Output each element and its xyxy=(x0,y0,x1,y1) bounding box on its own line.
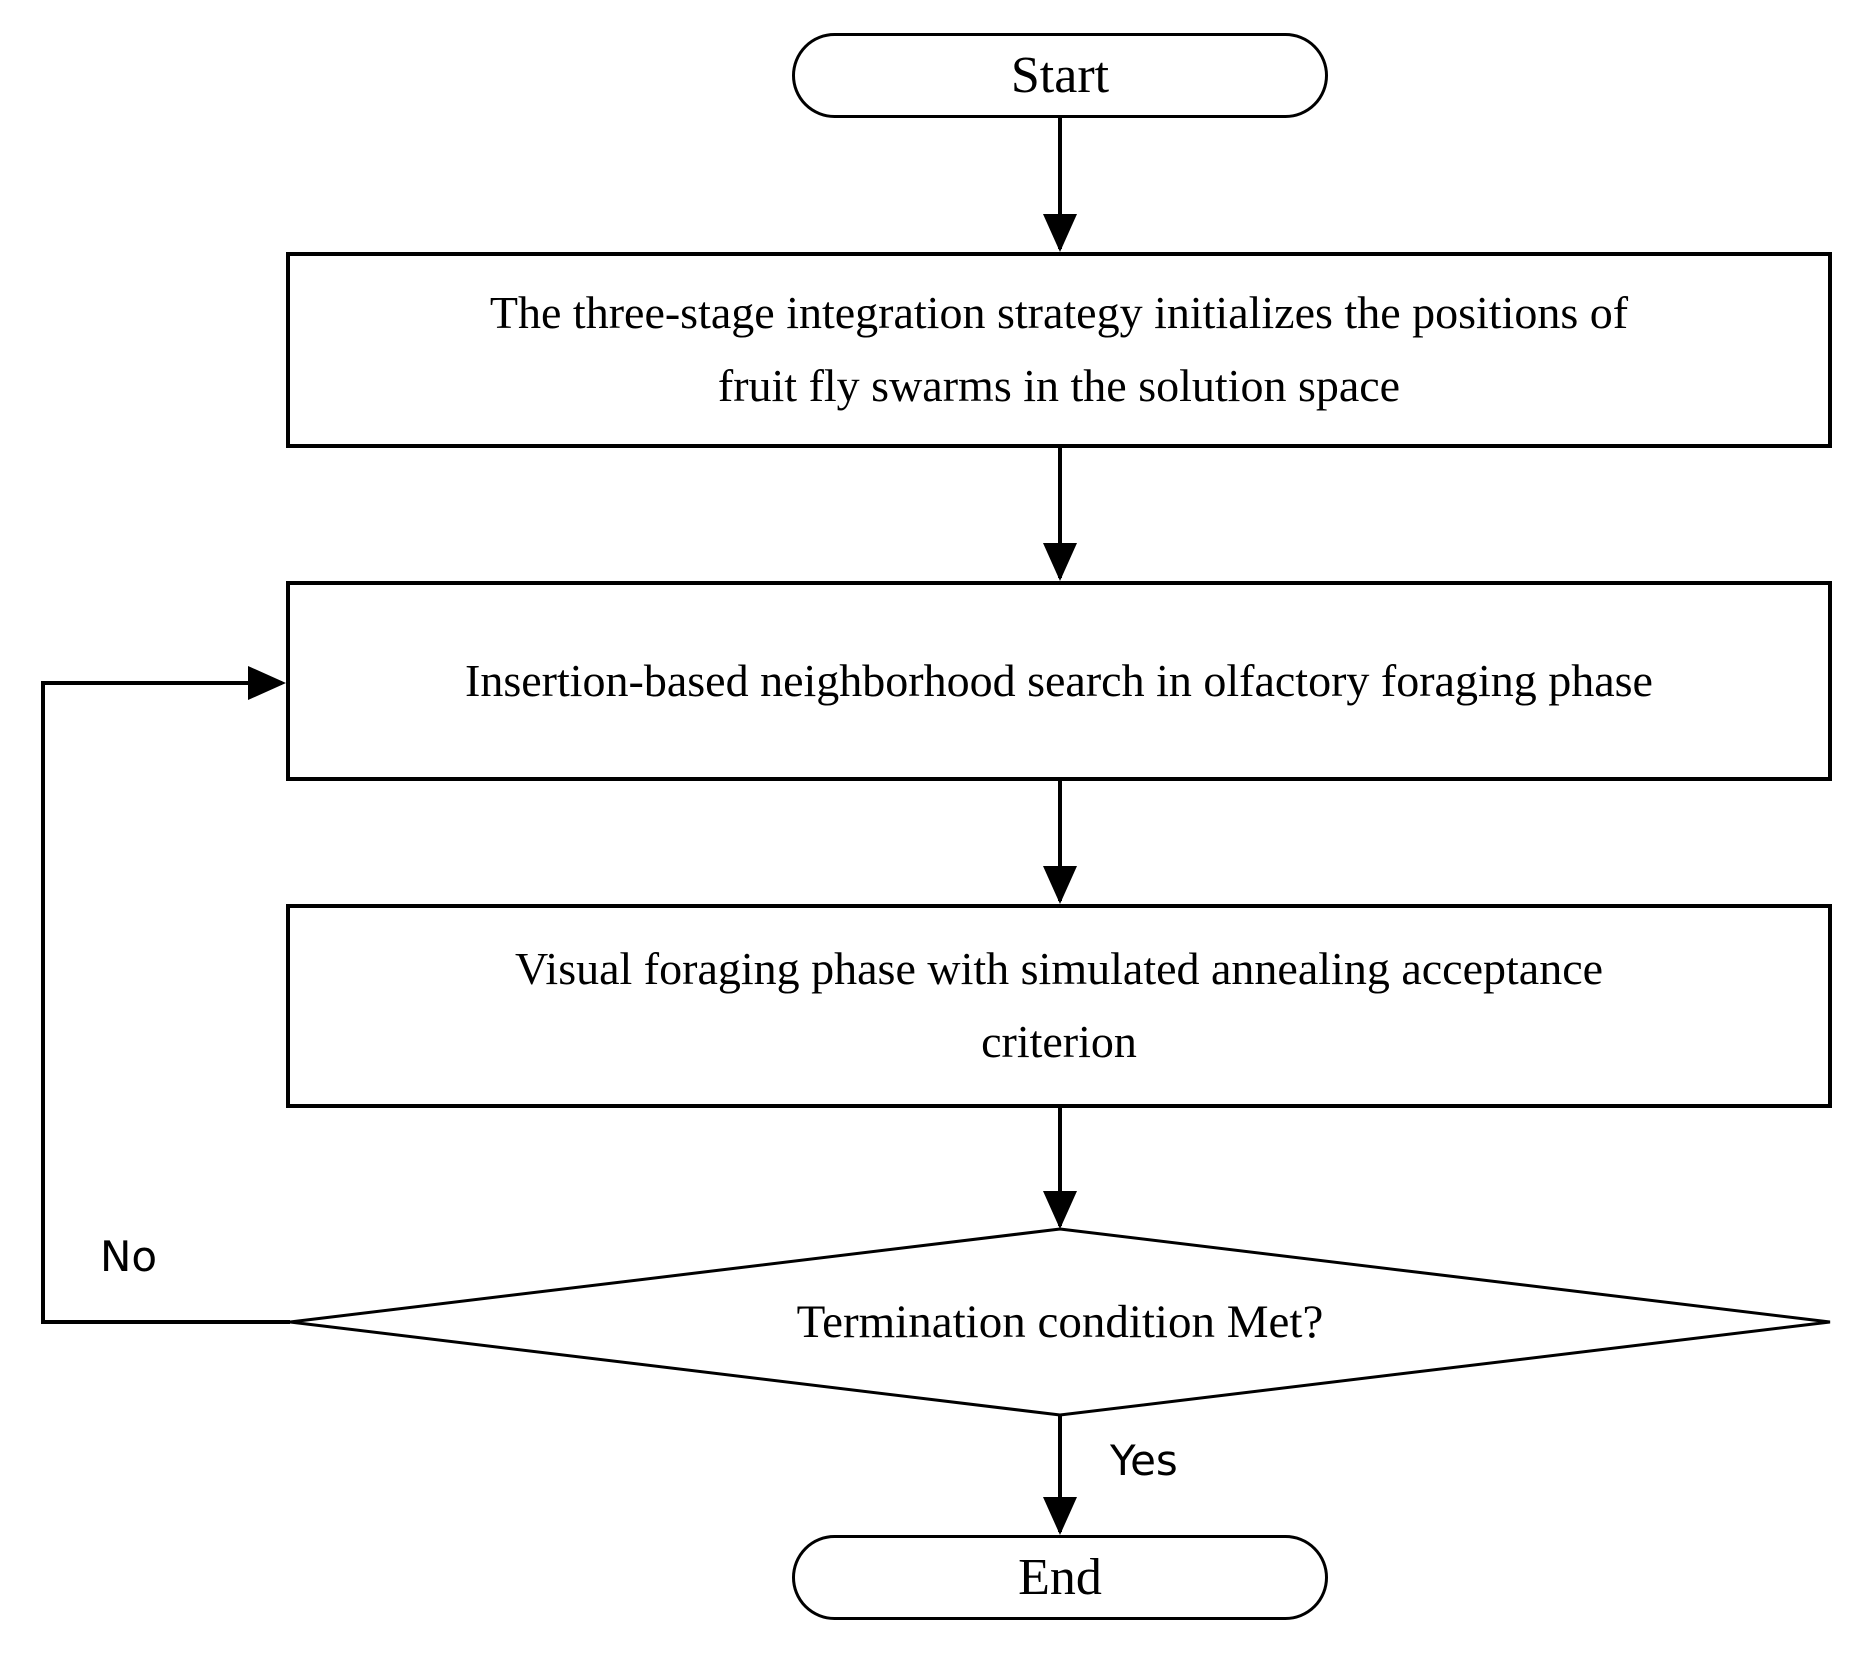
decision-diamond-shape xyxy=(289,1227,1831,1417)
end-node-label: End xyxy=(1018,1548,1102,1606)
arrow-no-loopback xyxy=(41,681,290,1324)
decision-termination-node: Termination condition Met? xyxy=(400,1282,1720,1362)
arrowhead-down-icon xyxy=(1043,1191,1077,1229)
process-olfactory-label: Insertion-based neighborhood search in o… xyxy=(465,654,1653,706)
start-node: Start xyxy=(792,33,1328,118)
decision-termination-label: Termination condition Met? xyxy=(796,1295,1324,1348)
arrowhead-down-icon xyxy=(1043,866,1077,904)
process-initialize-label: The three-stage integration strategy ini… xyxy=(489,287,1629,411)
arrowhead-right-icon xyxy=(248,666,286,700)
arrowhead-down-icon xyxy=(1043,1497,1077,1535)
end-node: End xyxy=(792,1535,1328,1620)
start-node-label: Start xyxy=(1010,46,1110,104)
arrowhead-down-icon xyxy=(1043,214,1077,252)
arrowhead-down-icon xyxy=(1043,543,1077,581)
process-visual-label: Visual foraging phase with simulated ann… xyxy=(514,943,1604,1067)
edge-label-no: No xyxy=(96,1234,162,1280)
edge-label-yes: Yes xyxy=(1106,1438,1182,1484)
process-visual-node: Visual foraging phase with simulated ann… xyxy=(286,904,1832,1108)
process-olfactory-node: Insertion-based neighborhood search in o… xyxy=(286,581,1832,781)
process-initialize-node: The three-stage integration strategy ini… xyxy=(286,252,1832,448)
